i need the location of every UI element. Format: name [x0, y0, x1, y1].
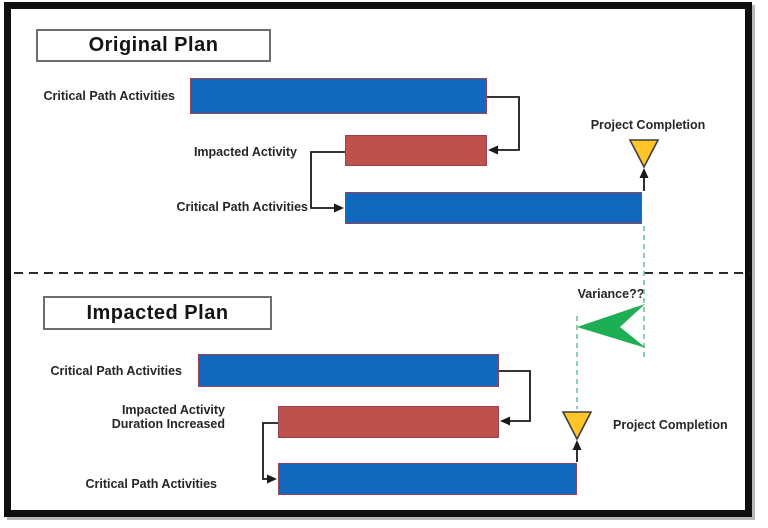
original-plan-title: Original Plan — [88, 34, 219, 56]
original-critical-path-bar-2 — [345, 192, 642, 224]
impacted-activity-bar-duration-increased — [278, 406, 499, 438]
impacted-critical-path-bar-1 — [198, 354, 499, 387]
impacted-project-completion-label: Project Completion — [613, 418, 728, 432]
impacted-row2-label-line2: Duration Increased — [111, 417, 225, 431]
original-row3-label: Critical Path Activities — [176, 200, 308, 214]
original-project-completion-label: Project Completion — [590, 118, 706, 132]
original-critical-path-bar-1 — [190, 78, 487, 114]
impacted-row2-label-line1: Impacted Activity — [121, 403, 225, 417]
original-impacted-activity-bar — [345, 135, 487, 166]
impacted-row2-label: Impacted Activity Duration Increased — [90, 403, 225, 431]
impacted-critical-path-bar-2 — [278, 463, 577, 495]
impacted-plan-title-box: Impacted Plan — [43, 296, 272, 330]
impacted-plan-title: Impacted Plan — [86, 301, 229, 324]
original-plan-title-box: Original Plan — [36, 29, 271, 62]
variance-label: Variance?? — [577, 287, 645, 301]
impacted-row3-label: Critical Path Activities — [85, 477, 217, 491]
original-row1-label: Critical Path Activities — [43, 89, 175, 103]
impacted-row1-label: Critical Path Activities — [50, 364, 182, 378]
original-row2-label: Impacted Activity — [193, 145, 297, 159]
